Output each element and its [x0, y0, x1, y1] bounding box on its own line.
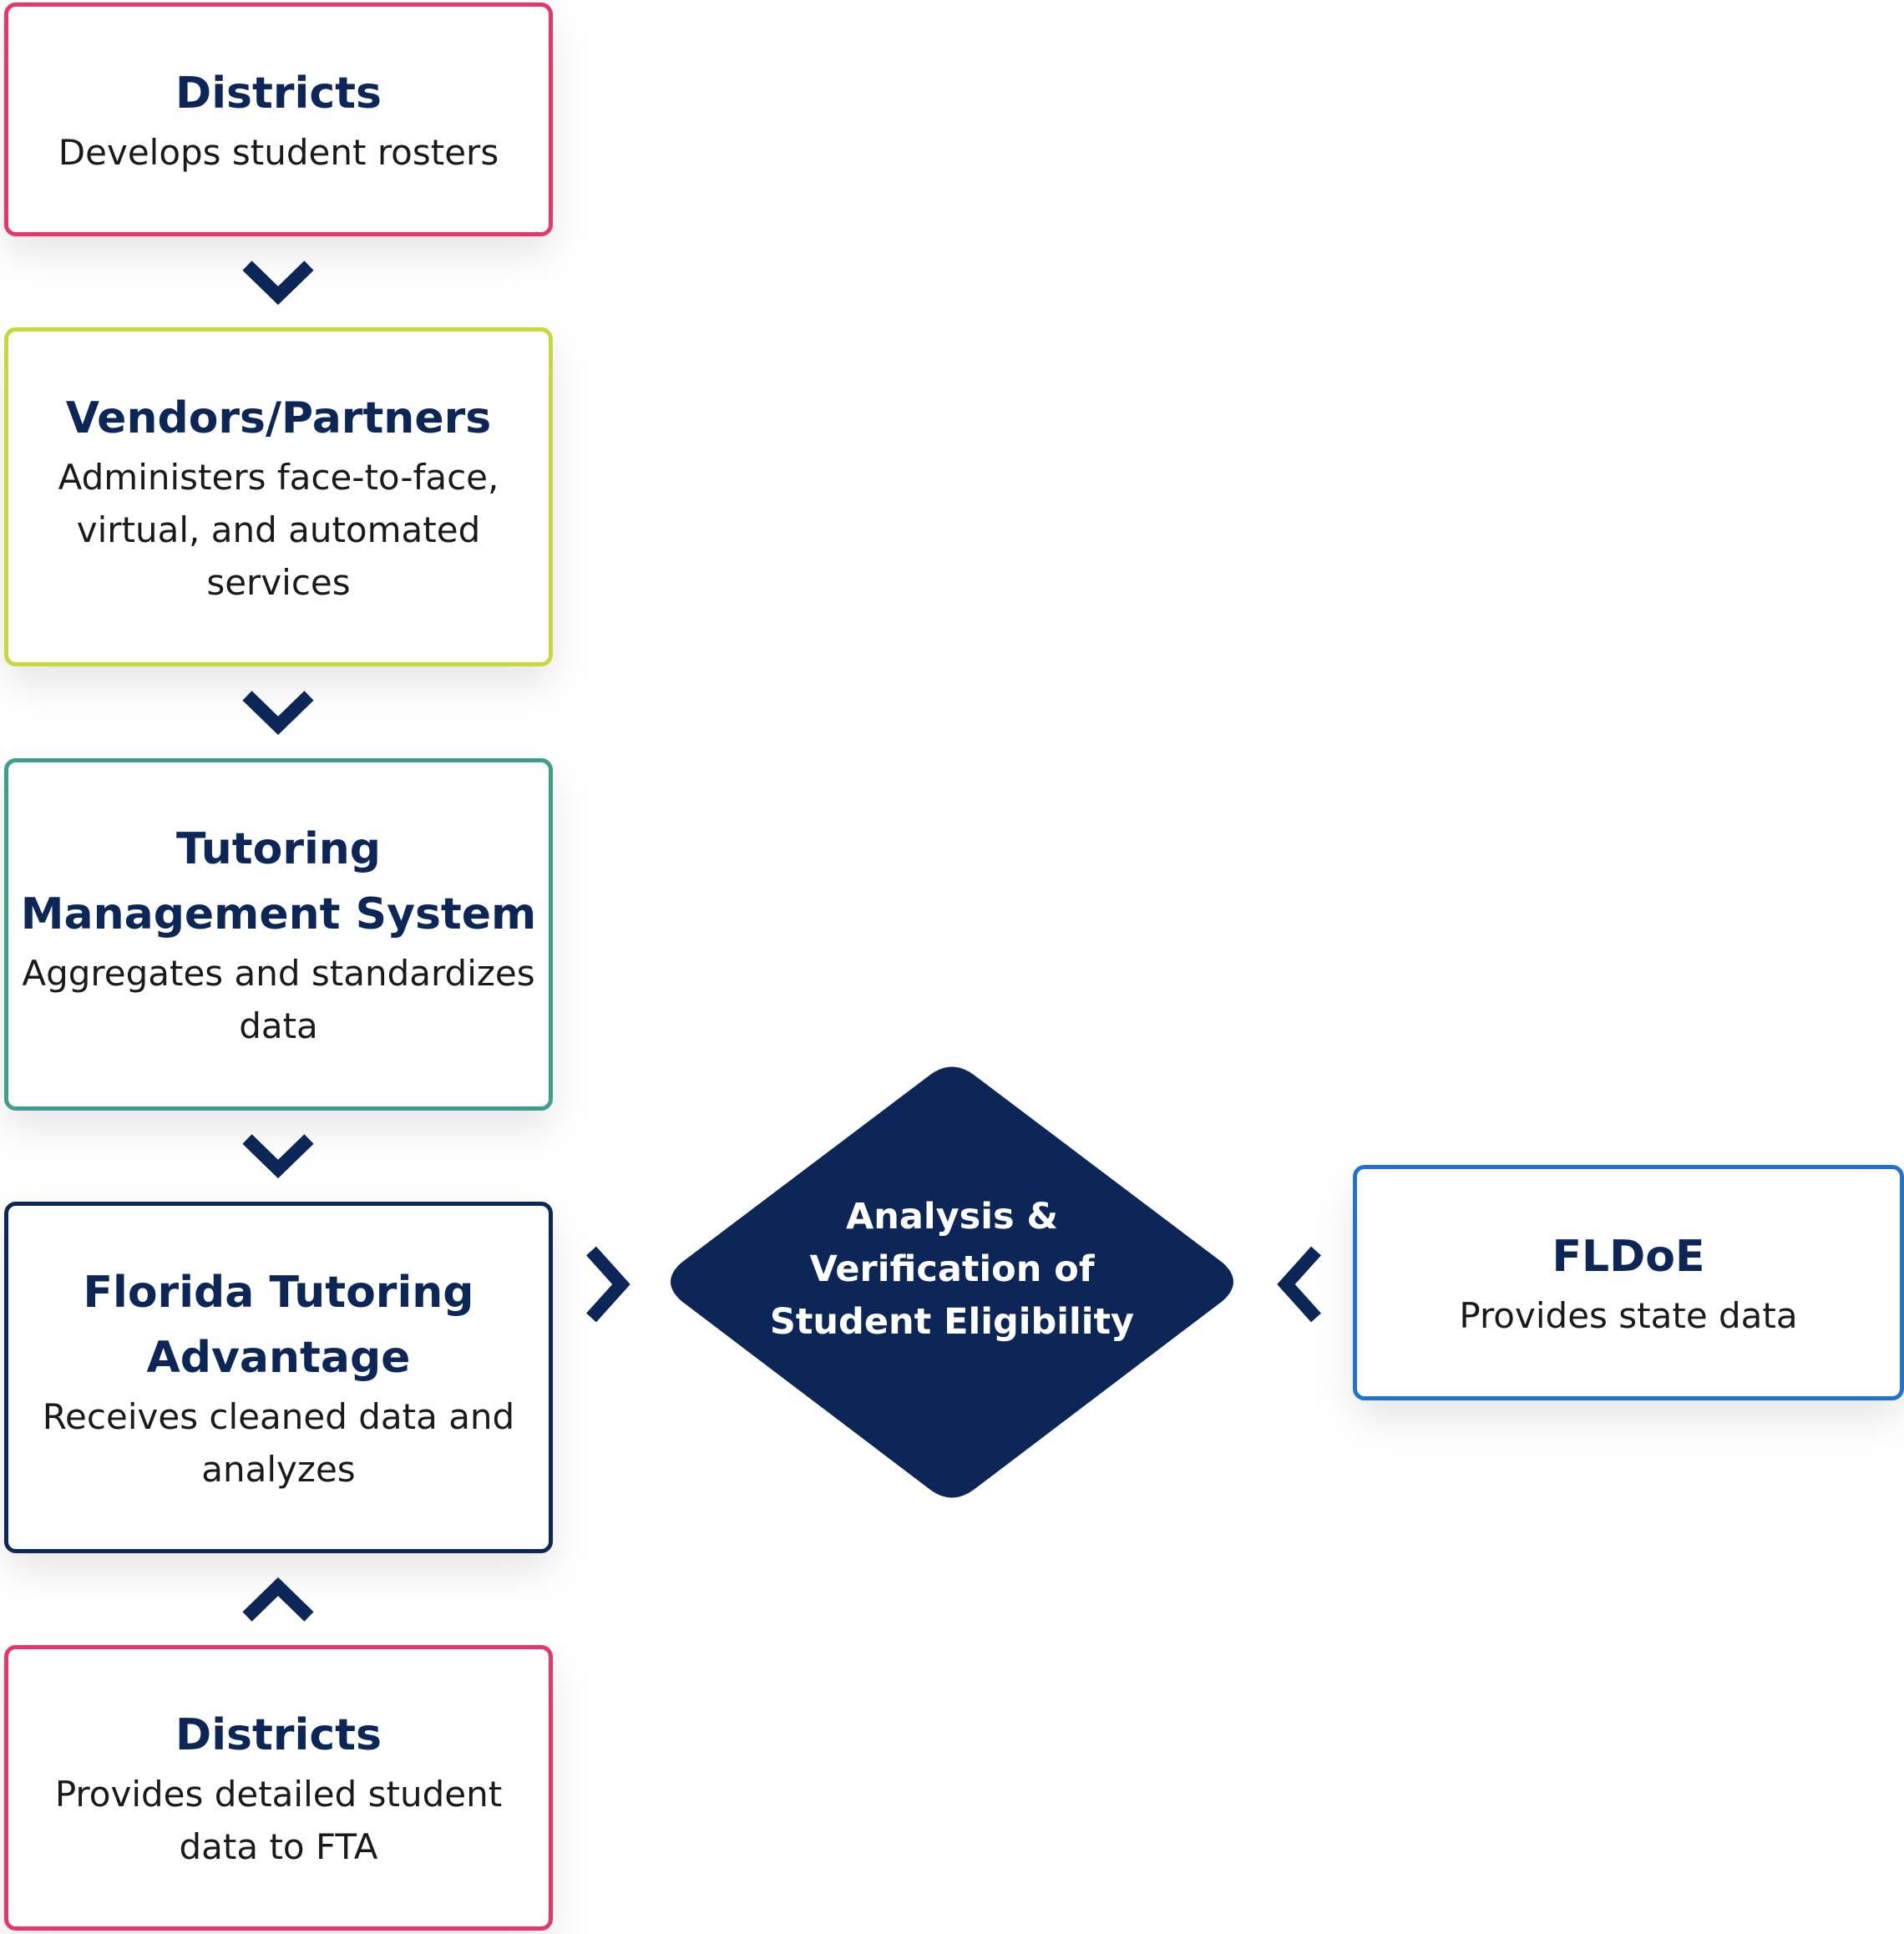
node-vendors-partners: Vendors/Partners Administers face-to-fac… — [4, 327, 553, 666]
node-title: Tutoring Management System — [20, 824, 537, 939]
node-districts-top: Districts Develops student rosters — [4, 3, 553, 236]
node-title: FLDoE — [1552, 1231, 1705, 1282]
node-tutoring-management-system: Tutoring Management System Aggregates an… — [4, 758, 553, 1111]
node-description: Aggregates and standardizes data — [22, 953, 535, 1046]
node-fldoe: FLDoE Provides state data — [1353, 1165, 1904, 1400]
node-title: Districts — [175, 68, 382, 119]
node-title: Florida Tutoring Advantage — [83, 1267, 474, 1383]
node-florida-tutoring-advantage: Florida Tutoring Advantage Receives clea… — [4, 1202, 553, 1553]
chevron-left-icon — [1277, 1246, 1321, 1323]
chevron-down-icon — [242, 1134, 314, 1179]
node-title: Vendors/Partners — [65, 392, 492, 443]
node-description: Provides detailed student data to FTA — [54, 1774, 503, 1867]
node-description: Develops student rosters — [58, 131, 499, 173]
decision-label: Analysis & Verification of Student Eligi… — [769, 1196, 1135, 1343]
node-description: Administers face-to-face, virtual, and a… — [58, 456, 499, 603]
decision-diamond-shape — [671, 1066, 1233, 1498]
chevron-up-icon — [242, 1577, 314, 1622]
chevron-down-icon — [242, 261, 314, 306]
decision-diamond — [671, 1066, 1233, 1498]
node-districts-bottom: Districts Provides detailed student data… — [4, 1645, 553, 1931]
node-description: Receives cleaned data and analyzes — [42, 1395, 515, 1490]
chevron-down-icon — [242, 691, 314, 736]
chevron-right-icon — [586, 1246, 630, 1323]
node-title: Districts — [175, 1710, 382, 1760]
node-description: Provides state data — [1459, 1294, 1798, 1336]
